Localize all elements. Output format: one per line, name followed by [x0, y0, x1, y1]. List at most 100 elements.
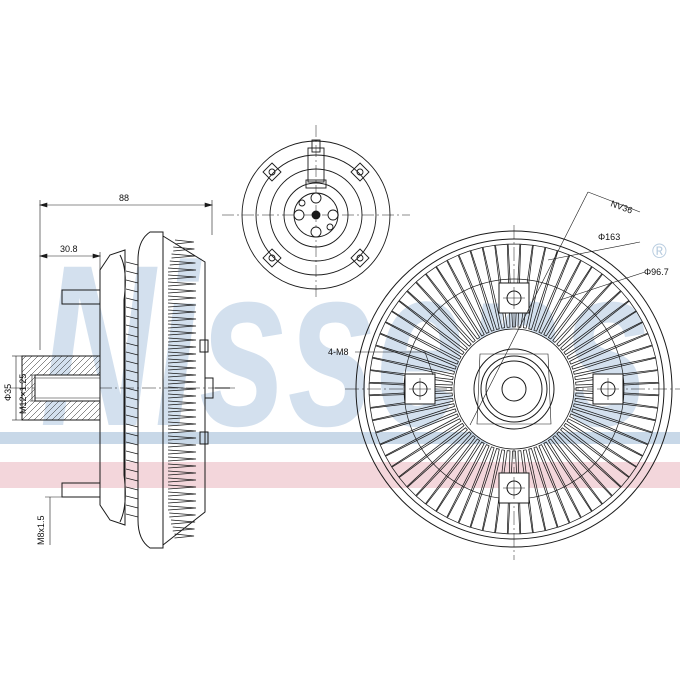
fin-inner [125, 351, 139, 356]
fin [167, 449, 197, 455]
fin [167, 379, 197, 385]
hatch-line [22, 356, 45, 379]
fin [169, 260, 196, 266]
fin-inner [125, 432, 139, 437]
fin [538, 444, 582, 524]
fin [575, 392, 660, 408]
tab [350, 162, 370, 182]
fin [556, 431, 622, 497]
fin [415, 435, 476, 505]
fin [517, 243, 533, 328]
fin [379, 413, 459, 457]
fin [435, 441, 485, 518]
fin [415, 273, 476, 343]
fin [398, 290, 468, 351]
fin-inner [125, 477, 139, 482]
fin [172, 526, 195, 532]
dim-diameter-inner: Φ96.7 [644, 267, 669, 277]
fin [170, 519, 196, 525]
tab-hole [268, 168, 276, 176]
dim-thread-main: M12×1.25 [18, 374, 28, 414]
fin [167, 316, 197, 322]
fin [167, 421, 197, 427]
fin-inner [125, 414, 139, 419]
fin [495, 243, 511, 328]
fin-inner [125, 513, 139, 518]
fin-inner [125, 324, 139, 329]
fin-inner [125, 486, 139, 491]
fin-inner [125, 441, 139, 446]
fin-inner [125, 279, 139, 284]
fin [167, 505, 197, 511]
bolt [326, 223, 334, 231]
fin [575, 382, 660, 396]
fin [458, 446, 495, 528]
fin [522, 449, 546, 534]
dim-width-total: 88 [119, 193, 129, 203]
fin [560, 290, 630, 351]
fin-inner [125, 378, 139, 383]
fin [167, 309, 197, 315]
fin [435, 260, 485, 337]
fin [167, 477, 197, 483]
fin [569, 413, 649, 457]
fin [167, 498, 197, 504]
fin [167, 281, 197, 287]
fin [369, 357, 454, 381]
fin [167, 330, 197, 336]
fin [446, 444, 490, 524]
fin-inner [125, 468, 139, 473]
fin [517, 450, 533, 535]
fin [575, 370, 660, 386]
fin [566, 310, 643, 360]
fin [552, 435, 613, 505]
fin-inner [125, 333, 139, 338]
bolt [310, 226, 322, 238]
fin [446, 254, 490, 334]
fin-inner [125, 423, 139, 428]
fin [167, 288, 197, 294]
hatch-line [22, 356, 51, 385]
fin [547, 438, 603, 512]
fin [569, 321, 649, 365]
fin [167, 358, 197, 364]
bolt [298, 199, 306, 207]
fin [385, 418, 462, 468]
bolt [327, 209, 339, 221]
dim-offset: 30.8 [60, 244, 78, 254]
tab [262, 162, 282, 182]
fin [167, 400, 197, 406]
fin [167, 337, 197, 343]
fin [369, 397, 454, 421]
fin [543, 441, 593, 518]
fin [167, 295, 197, 301]
fin [573, 403, 656, 433]
fin [169, 512, 196, 518]
dim-bolts: 4-M8 [328, 347, 349, 357]
dim-bore-diameter: Φ35 [3, 384, 13, 401]
fin-inner [125, 360, 139, 365]
fin [167, 274, 197, 280]
fin [391, 300, 465, 356]
fin [174, 533, 195, 539]
watermark-registered-mark: ® [652, 241, 667, 263]
fin [552, 273, 613, 343]
bolt [293, 209, 305, 221]
hatch-line [75, 395, 100, 420]
fin [533, 446, 570, 528]
cooling-fins-side [125, 239, 197, 539]
fin [167, 351, 197, 357]
fin [398, 427, 468, 488]
fin-inner [125, 405, 139, 410]
fin-inner [125, 387, 139, 392]
fin [368, 392, 453, 408]
fin [174, 239, 194, 245]
tab-hole [356, 254, 364, 262]
fin-inner [125, 504, 139, 509]
fin [547, 266, 603, 340]
fin-inner [125, 369, 139, 374]
fin [522, 244, 546, 329]
fin-inner [125, 315, 139, 320]
fin [406, 281, 472, 347]
